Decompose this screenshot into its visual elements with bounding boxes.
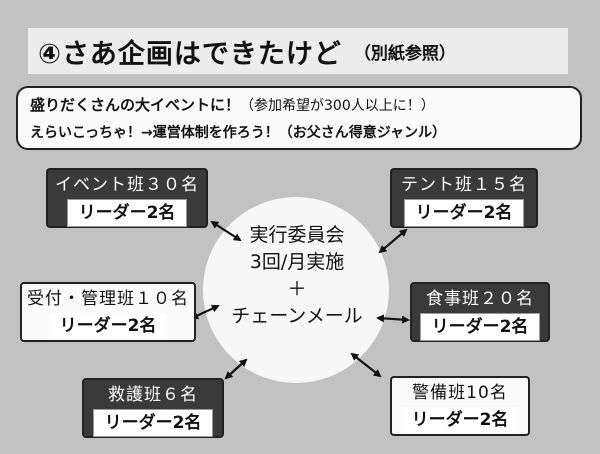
arrow-event: [210, 220, 242, 242]
team-box-security: 警備班10名 リーダー2名: [390, 376, 530, 436]
team-leader-count: リーダー2名: [401, 407, 519, 433]
arrow-rescue: [224, 358, 248, 380]
team-name: 受付・管理班１０名: [27, 289, 189, 309]
team-name: 救護班６名: [108, 385, 198, 405]
committee-circle: [203, 197, 389, 383]
arrow-security: [350, 352, 382, 378]
title-bar: ④さあ企画はできたけど （別紙参照）: [28, 28, 568, 74]
committee-label: 実行委員会 3回/月実施 ＋ チェーンメール: [212, 222, 382, 330]
banner-participant-note: （参加希望が300人以上に！）: [240, 98, 435, 114]
arrow-reception: [190, 304, 220, 320]
team-box-rescue: 救護班６名 リーダー2名: [82, 378, 224, 438]
team-box-reception: 受付・管理班１０名 リーダー2名: [20, 282, 196, 342]
banner-headline: 盛りだくさんの大イベントに！: [30, 96, 241, 114]
banner-line-1: 盛りだくさんの大イベントに！（参加希望が300人以上に！）: [30, 92, 568, 120]
team-name: 食事班２０名: [426, 289, 534, 309]
arrow-food: [376, 314, 410, 324]
team-name: 警備班10名: [412, 383, 508, 403]
team-name: イベント班３０名: [55, 175, 199, 195]
team-leader-count: リーダー2名: [420, 313, 540, 341]
banner-line-2: えらいこっちゃ！→運営体制を作ろう！（お父さん得意ジャンル）: [30, 125, 447, 141]
committee-name: 実行委員会: [249, 224, 345, 246]
chain-mail-label: チェーンメール: [231, 305, 363, 327]
title-reference-note: （別紙参照）: [353, 43, 456, 64]
team-box-event: イベント班３０名 リーダー2名: [46, 168, 208, 228]
team-box-food: 食事班２０名 リーダー2名: [410, 282, 550, 342]
committee-frequency: 3回/月実施: [249, 251, 345, 273]
event-banner: 盛りだくさんの大イベントに！（参加希望が300人以上に！） えらいこっちゃ！→運…: [16, 86, 582, 150]
team-leader-count: リーダー2名: [404, 199, 524, 227]
team-leader-count: リーダー2名: [93, 409, 213, 437]
team-name: テント班１５名: [401, 175, 527, 195]
team-box-tent: テント班１５名 リーダー2名: [390, 168, 538, 228]
plus-sign: ＋: [287, 278, 307, 300]
team-leader-count: リーダー2名: [67, 199, 187, 227]
page-title: ④さあ企画はできたけど: [38, 38, 342, 70]
team-leader-count: リーダー2名: [49, 313, 167, 339]
arrow-tent: [378, 228, 408, 254]
